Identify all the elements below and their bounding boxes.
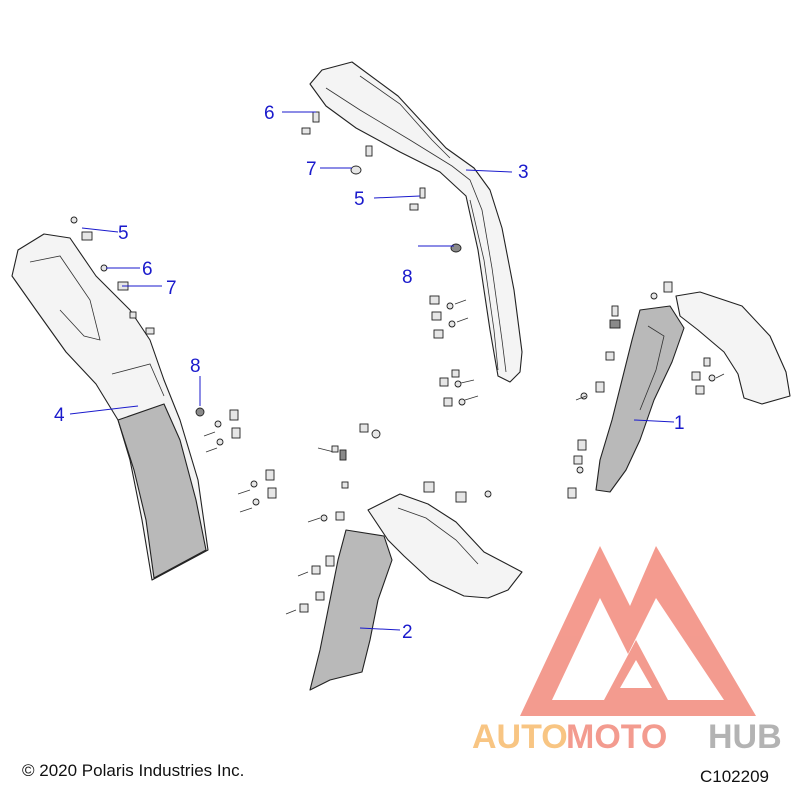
watermark-moto: MOTO bbox=[566, 718, 667, 756]
callout-part-6-top: 6 bbox=[264, 103, 275, 124]
callout-part-4: 4 bbox=[54, 405, 65, 426]
fender-part-2 bbox=[309, 493, 523, 691]
callout-part-6-left: 6 bbox=[142, 259, 153, 280]
callout-part-1: 1 bbox=[674, 413, 685, 434]
callout-part-8-left: 8 bbox=[190, 356, 201, 377]
callout-part-2: 2 bbox=[402, 622, 413, 643]
watermark-logo: AUTO MOTO HUB bbox=[472, 546, 782, 756]
callout-labels: 1 2 3 4 5 5 6 6 7 7 8 8 bbox=[54, 103, 685, 643]
fender-part-3 bbox=[309, 61, 523, 383]
callout-part-5-left: 5 bbox=[118, 223, 129, 244]
fender-part-4 bbox=[11, 233, 209, 581]
leader-lines bbox=[69, 111, 675, 631]
callout-part-8-center: 8 bbox=[402, 267, 413, 288]
callout-part-7-top: 7 bbox=[306, 159, 317, 180]
callout-part-5-top: 5 bbox=[354, 189, 365, 210]
fender-part-1 bbox=[595, 291, 791, 493]
watermark-auto: AUTO bbox=[472, 718, 568, 756]
callout-part-3: 3 bbox=[518, 162, 529, 183]
watermark-hub: HUB bbox=[708, 718, 782, 756]
diagram-code: C102209 bbox=[700, 767, 770, 786]
callout-part-7-left: 7 bbox=[166, 278, 177, 299]
hardware-fasteners bbox=[70, 111, 725, 615]
copyright-text: © 2020 Polaris Industries Inc. bbox=[22, 761, 245, 780]
